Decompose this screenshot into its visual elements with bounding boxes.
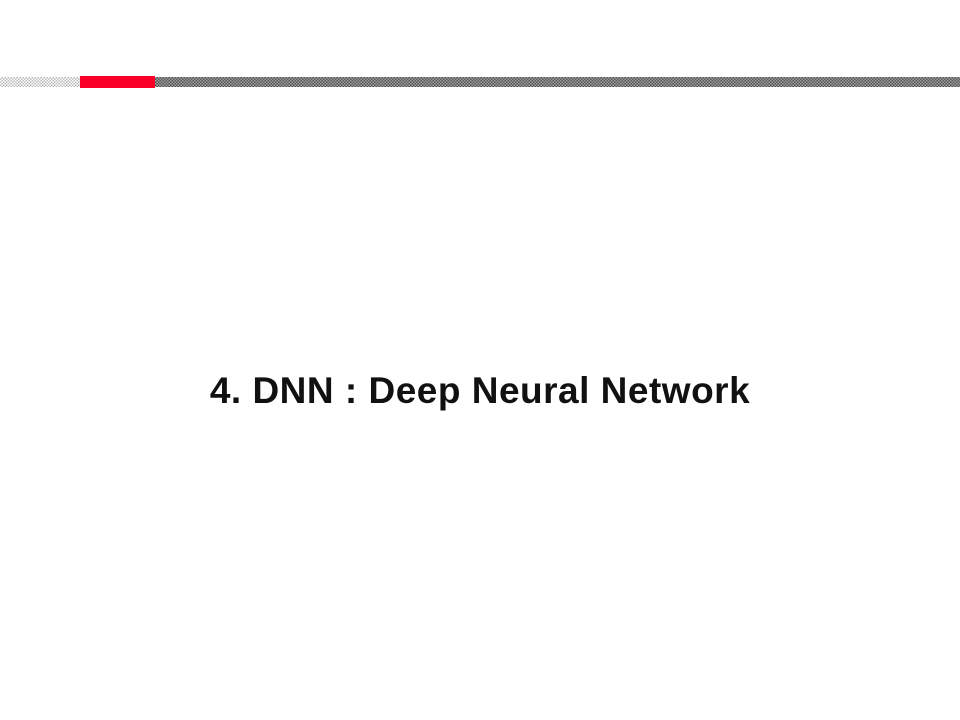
header-decoration-bar: [0, 76, 960, 88]
title-row: 4. DNN : Deep Neural Network: [0, 363, 960, 419]
bar-segment-dark-checker: [155, 77, 960, 87]
slide-title: 4. DNN : Deep Neural Network: [209, 370, 751, 411]
bar-segment-red-accent: [80, 76, 155, 88]
bar-segment-light-checker: [0, 77, 80, 87]
